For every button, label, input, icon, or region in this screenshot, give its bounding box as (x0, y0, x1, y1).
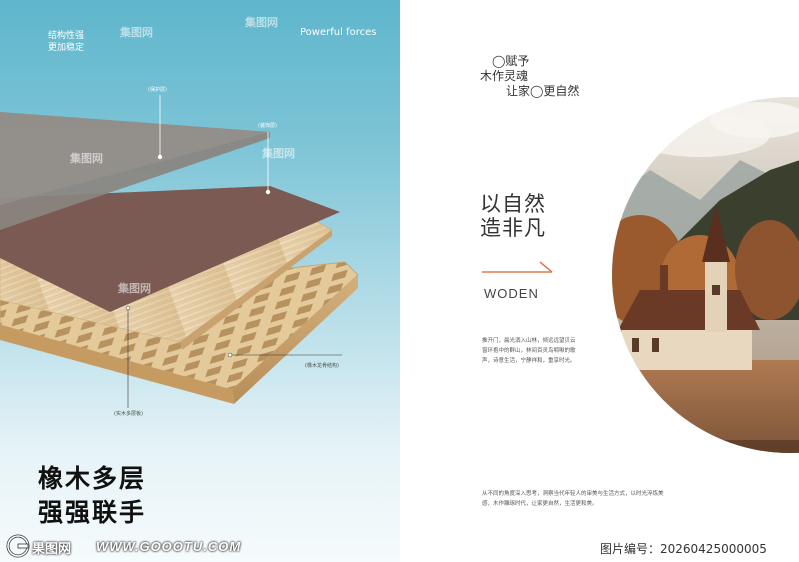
footer-paragraph: 从不同的角度深入思考，洞察当代年轻人的审美与生活方式，以时光淬炼美感，木作雕琢时… (482, 491, 664, 507)
watermark: 集图网 (70, 153, 103, 165)
headline: 橡木多层 强强联手 (38, 462, 146, 530)
keel-frame-front (0, 325, 234, 404)
label-decor-layer: (装饰层) (258, 123, 277, 129)
tagline-line1: 结构性强 (48, 31, 85, 41)
tagline-small: 结构性强 更加稳定 (48, 30, 84, 54)
poem-line3: 让家◯更自然 (506, 84, 580, 98)
poem: ◯赋予 木作灵魂 让家◯更自然 (480, 54, 579, 99)
church-landscape-image (482, 97, 799, 453)
decor-layer (0, 186, 340, 312)
wooden-brand: WODEN (484, 286, 539, 301)
image-code: 图片编号：20260425000005 (600, 542, 767, 556)
poem-line1: ◯赋予 (492, 54, 530, 68)
label-keel-structure: (橡木龙骨结构) (305, 363, 339, 369)
logo-icon (6, 534, 30, 558)
watermark: 集图网 (262, 148, 295, 160)
headline-line1: 橡木多层 (38, 464, 147, 493)
title-line2: 造非凡 (480, 216, 546, 240)
label-solid-board: (实木多层板) (114, 411, 143, 417)
right-panel (400, 0, 799, 562)
tagline-line2: 更加稳定 (48, 43, 85, 53)
watermark: 集图网 (245, 17, 278, 29)
layer-illustration (0, 112, 359, 408)
title-line1: 以自然 (480, 192, 546, 216)
keel-frame-side (232, 275, 358, 404)
main-title: 以自然 造非凡 (480, 192, 546, 240)
headline-line2: 强强联手 (38, 498, 147, 527)
wood-board-side (180, 230, 332, 350)
logo-text: 果图网 (32, 542, 72, 557)
description-paragraph: 推开门，晨光洒入山林，倾远远望贝云窗环抱中的群山，林间百灵鸟啁啾的歌声，诗意生活… (482, 338, 576, 364)
watermark: 集图网 (120, 27, 153, 39)
poem-line2: 木作灵魂 (480, 69, 529, 83)
site-url: WWW.GOOOTU.COM (96, 539, 242, 554)
label-protect-layer: (保护层) (148, 87, 167, 93)
left-panel: 结构性强 更加稳定 Powerful forces 集图网 集图网 集图网 集图… (0, 0, 400, 562)
english-tagline: Powerful forces (300, 27, 377, 38)
watermark: 集图网 (118, 283, 151, 295)
